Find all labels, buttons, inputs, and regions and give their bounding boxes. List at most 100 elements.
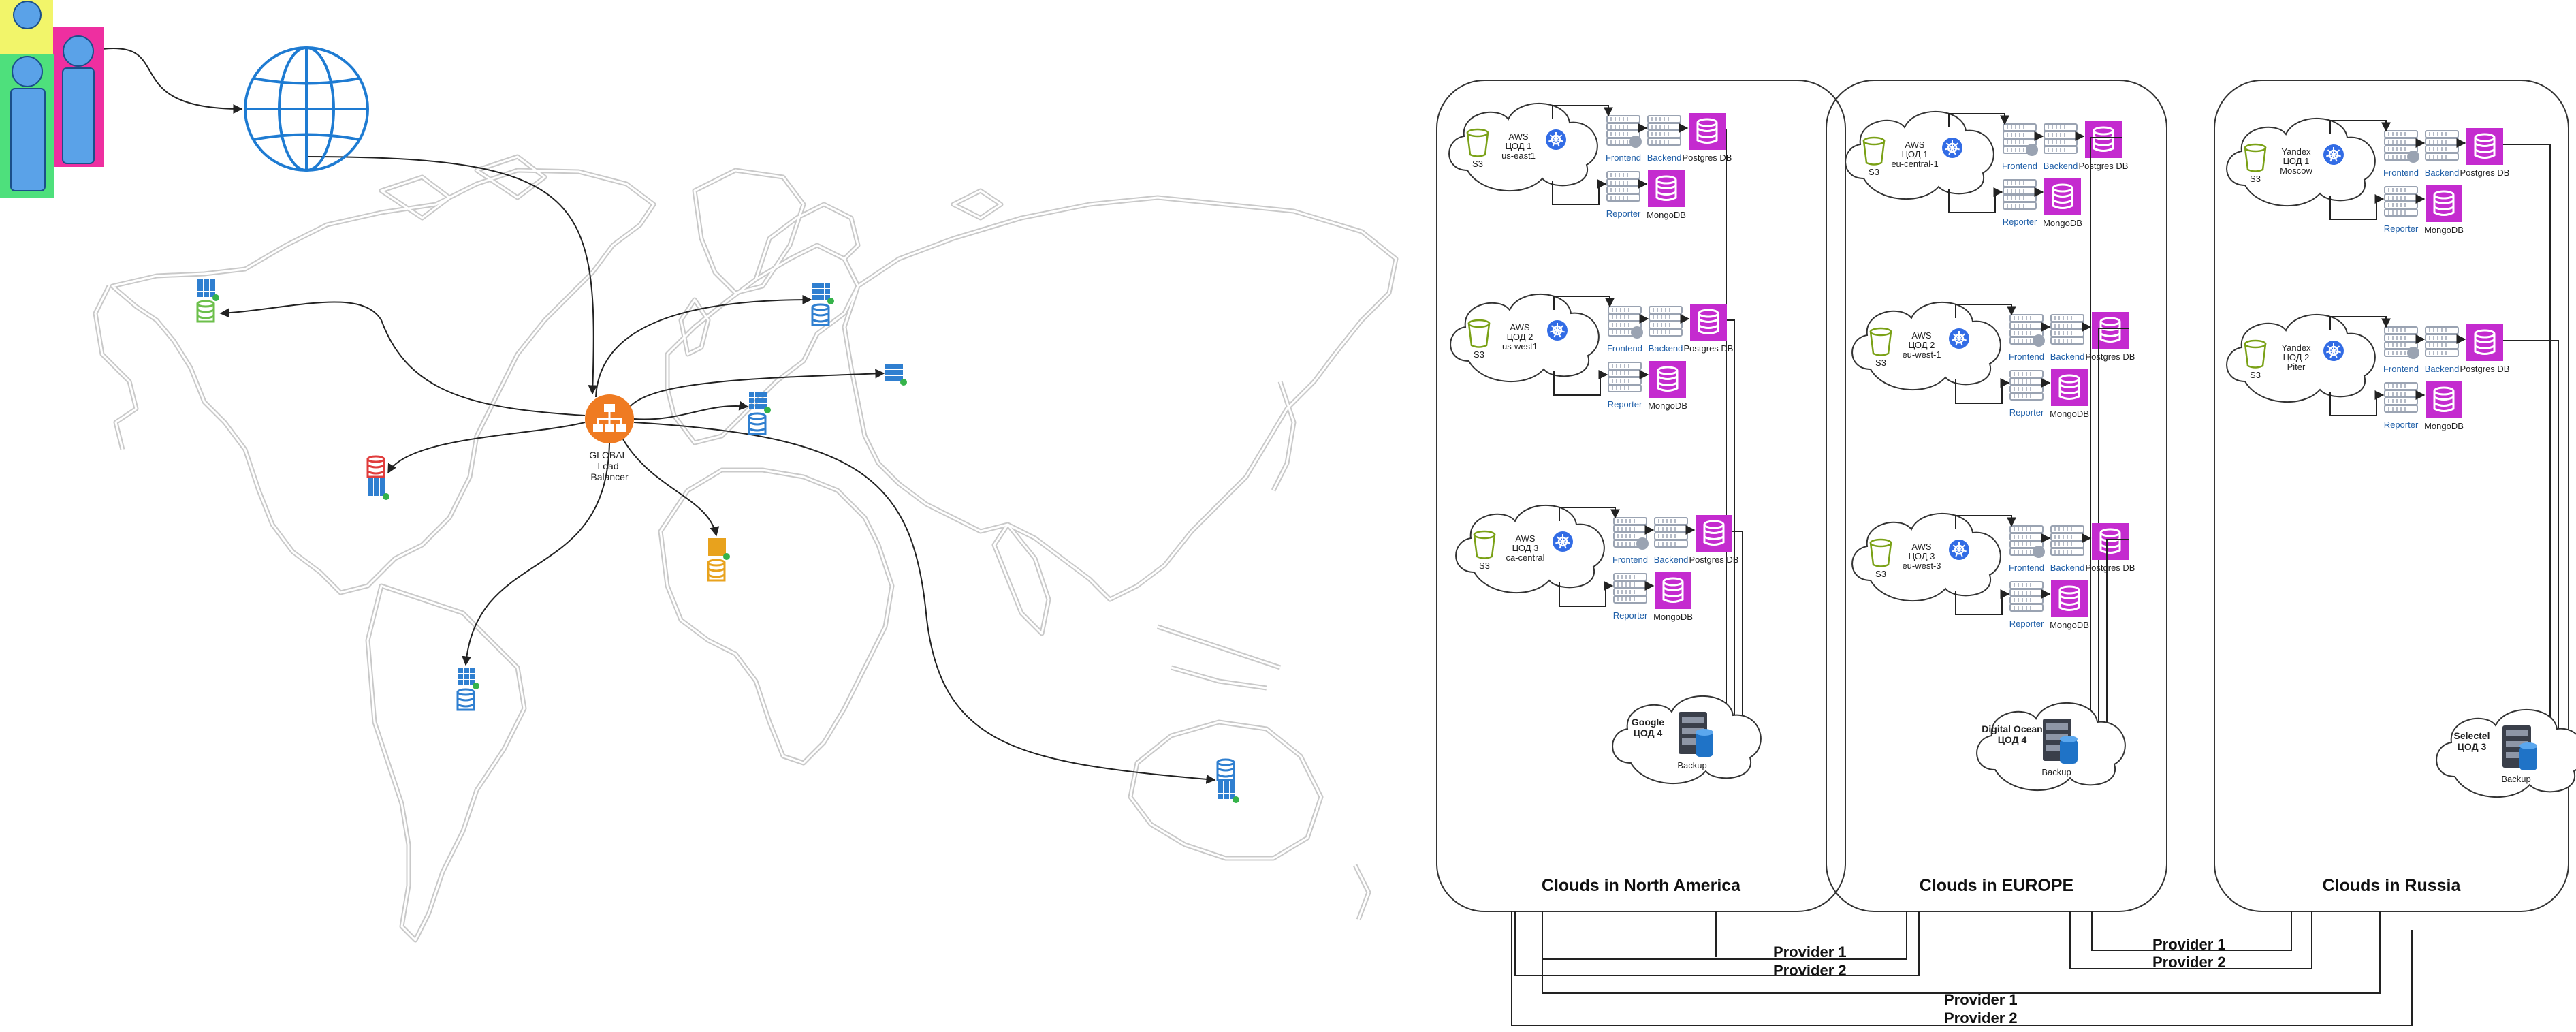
- k8s-spoke: [1559, 541, 1563, 549]
- backup-db-top: [2060, 736, 2078, 742]
- cloud-label-line: Moscow: [2280, 166, 2312, 176]
- backup-slot: [2506, 730, 2528, 736]
- bucket-body: [1467, 322, 1491, 348]
- bucket-rim: [1467, 319, 1491, 328]
- edge-lb-australia: [633, 422, 1216, 784]
- k8s-spoke: [1556, 536, 1563, 542]
- db-ring: [748, 421, 766, 432]
- edge-k8s-reporter: [1955, 589, 2010, 615]
- datacenter-africa: [707, 538, 730, 582]
- k8s-spoke: [1555, 139, 1563, 142]
- datacenter-db-icon: [196, 279, 219, 323]
- lb-label-2: Load: [597, 460, 618, 471]
- cloud-label-line: AWS: [1911, 542, 1931, 552]
- grid-cell: [1218, 781, 1223, 787]
- map-datacenters: [196, 279, 1239, 803]
- reporter-label: Reporter: [2009, 407, 2044, 418]
- backup-slot: [2506, 752, 2528, 758]
- users-icon: [0, 0, 104, 198]
- region-title: Clouds in EUROPE: [1920, 876, 2073, 895]
- grid-cell: [1230, 781, 1235, 787]
- backup-slot: [1682, 738, 1704, 745]
- s3-bucket-icon: [2244, 143, 2267, 172]
- edge-k8s-frontend: [1553, 296, 1615, 310]
- cloud-label-line: eu-west-1: [1902, 349, 1941, 360]
- bucket-rim: [1473, 530, 1496, 540]
- reporter-label: Reporter: [2384, 223, 2419, 234]
- grid-cell: [885, 370, 891, 375]
- grid-cell: [885, 376, 891, 381]
- kubernetes-icon: [2323, 341, 2344, 361]
- k8s-spoke: [2333, 345, 2340, 351]
- db-top: [196, 300, 215, 308]
- edge-k8s-reporter: [1559, 581, 1614, 607]
- frontend-label: Frontend: [1606, 153, 1641, 163]
- k8s-spoke: [1958, 333, 1966, 339]
- grid-cell: [204, 279, 209, 285]
- status-dot: [764, 407, 771, 413]
- k8s-spoke: [2326, 154, 2334, 157]
- grid-cell: [1224, 794, 1229, 799]
- grid-cell: [812, 289, 818, 294]
- k8s-spoke: [2327, 149, 2334, 155]
- kubernetes-icon: [1942, 138, 1962, 158]
- edge-k8s-frontend: [2329, 120, 2391, 134]
- db-top: [748, 412, 767, 420]
- reporter-server-icon: [1606, 171, 1640, 202]
- datacenter-db-icon: [748, 392, 771, 435]
- cloud-label-line: us-west1: [1502, 341, 1538, 351]
- backup-slot: [2046, 734, 2068, 740]
- bucket-rim: [1466, 128, 1489, 138]
- mongodb-icon: [1655, 572, 1691, 609]
- k8s-spoke: [1549, 134, 1557, 140]
- cloud-label-line: ЦОД 2: [2283, 352, 2310, 362]
- postgres-label: Postgres DB: [2086, 563, 2135, 573]
- grid-cell: [818, 283, 824, 288]
- grid-cell: [812, 283, 818, 288]
- frontend-badge: [2407, 347, 2419, 359]
- grid-cell: [812, 295, 818, 300]
- backup-server-icon: [1679, 712, 1713, 757]
- grid-cell: [374, 478, 379, 484]
- bucket-rim: [1869, 327, 1892, 337]
- frontend-badge: [1636, 537, 1649, 550]
- k8s-spoke: [2327, 345, 2334, 351]
- edge-k8s-frontend: [1955, 515, 2016, 529]
- kubernetes-icon: [1553, 531, 1573, 552]
- reporter-label: Reporter: [2003, 217, 2037, 227]
- datacenter-australia: [1216, 758, 1239, 803]
- grid-cell: [714, 544, 720, 550]
- reporter-label: Reporter: [2384, 420, 2419, 430]
- datacenter-icon: [885, 364, 907, 386]
- grid-cell: [470, 674, 475, 679]
- provider-link-eu-ru-1: [2091, 911, 2292, 951]
- postgres-label: Postgres DB: [1683, 153, 1732, 163]
- k8s-spoke: [1555, 541, 1563, 544]
- reporter-server-icon: [1613, 573, 1647, 604]
- edge-lb-east-europe: [629, 369, 885, 407]
- k8s-spoke: [2329, 154, 2334, 162]
- edge-k8s-reporter: [1955, 378, 2010, 404]
- datacenter-db-icon: [1216, 758, 1239, 803]
- frontend-server-icon: [1606, 115, 1640, 146]
- cloud-label-line: ЦОД 1: [1902, 149, 1928, 159]
- bucket-body: [2244, 343, 2267, 369]
- s3-bucket-icon: [1862, 136, 1886, 166]
- postgres-label: Postgres DB: [2086, 351, 2135, 362]
- region-frame: [2214, 80, 2569, 912]
- database-icon: [748, 412, 767, 435]
- cloud-label-line: ЦОД 2: [1507, 332, 1533, 342]
- world-map: [93, 154, 1399, 943]
- bucket-rim: [2244, 143, 2267, 153]
- s3-bucket-icon: [1869, 327, 1892, 356]
- backend-server-icon: [1649, 306, 1683, 337]
- global-load-balancer: GLOBAL Load Balancer: [585, 394, 634, 482]
- s3-bucket-icon: [2244, 339, 2267, 369]
- backup-caption: Backup: [2501, 774, 2530, 784]
